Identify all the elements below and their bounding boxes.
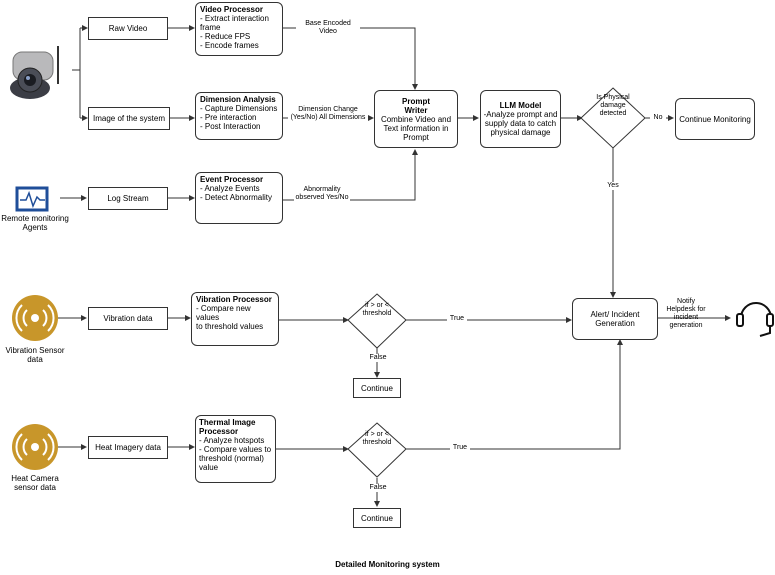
log-stream-box: Log Stream: [88, 187, 168, 210]
vibration-processor-line: - Compare new values: [196, 304, 251, 322]
decision-damage-text: Is Physical damage detected: [596, 94, 630, 117]
vibration-source-label: Vibration Sensor data: [5, 346, 65, 364]
thermal-processor-line: - Analyze hotspots: [199, 436, 265, 445]
vibration-processor-line: to threshold values: [196, 322, 264, 331]
dimension-analysis-line: - Pre interaction: [200, 113, 257, 122]
dimension-analysis-title: Dimension Analysis: [200, 95, 276, 104]
dimension-analysis-line: - Capture Dimensions: [200, 104, 278, 113]
thermal-processor-line: - Compare values to: [199, 445, 272, 454]
thermal-processor-box: Thermal Image Processor - Analyze hotspo…: [195, 415, 276, 483]
thermal-processor-line: threshold (normal): [199, 454, 264, 463]
alert-generation-box: Alert/ Incident Generation: [572, 298, 658, 340]
edge-label-yes: Yes: [604, 182, 622, 190]
decision-threshold1-shape: [347, 293, 407, 349]
edge-label-true-1: True: [447, 315, 467, 323]
decision-threshold2-shape: [347, 422, 407, 478]
prompt-writer-title: Prompt Writer: [402, 96, 430, 115]
event-processor-title: Event Processor: [200, 175, 264, 184]
continue-box-1: Continue: [353, 378, 401, 398]
dimension-analysis-box: Dimension Analysis - Capture Dimensions …: [195, 92, 283, 140]
security-camera-icon: [10, 46, 59, 99]
agents-label: Remote monitoring Agents: [1, 214, 69, 232]
edge-label-dimension-change: Dimension Change (Yes/No) All Dimensions: [288, 106, 368, 122]
heat-sensor-icon: [12, 424, 58, 470]
raw-video-box: Raw Video: [88, 17, 168, 40]
edge-label-no: No: [650, 114, 666, 122]
edge-label-false-1: False: [367, 354, 389, 362]
edge-label-abnormality: Abnormality observed Yes/No: [294, 186, 350, 202]
heat-imagery-box: Heat Imagery data: [88, 436, 168, 459]
edge-dec2-alert: [406, 339, 623, 450]
video-processor-line: - Encode frames: [200, 41, 259, 50]
video-processor-title: Video Processor: [200, 5, 263, 14]
image-system-box: Image of the system: [88, 107, 170, 130]
prompt-writer-text: Combine Video and Text information in Pr…: [380, 114, 452, 142]
event-processor-line: - Analyze Events: [200, 184, 260, 193]
decision-threshold1-text: if > or < threshold: [362, 302, 392, 317]
continue-box-2: Continue: [353, 508, 401, 528]
video-processor-line: - Reduce FPS: [200, 32, 251, 41]
edge-video-prompt: [283, 27, 418, 90]
event-processor-box: Event Processor - Analyze Events - Detec…: [195, 172, 283, 224]
event-processor-line: - Detect Abnormality: [200, 193, 273, 202]
llm-model-box: LLM Model -Analyze prompt and supply dat…: [480, 90, 561, 148]
decision-damage-shape: [580, 87, 646, 149]
heat-source-label: Heat Camera sensor data: [11, 474, 59, 492]
thermal-processor-line: value: [199, 463, 219, 472]
dimension-analysis-line: - Post Interaction: [200, 122, 261, 131]
diagram-caption: Detailed Monitoring system: [335, 560, 440, 569]
vibration-processor-title: Vibration Processor: [196, 295, 272, 304]
decision-threshold2-text: if > or < threshold: [362, 431, 392, 446]
thermal-processor-title: Thermal Image Processor: [199, 418, 256, 436]
edge-label-base-encoded: Base Encoded Video: [296, 20, 360, 36]
edge-label-true-2: True: [450, 444, 470, 452]
vibration-data-box: Vibration data: [88, 307, 168, 330]
llm-model-text: -Analyze prompt and supply data to catch…: [483, 110, 558, 137]
headset-icon: [736, 302, 774, 337]
edge-label-notify: Notify Helpdesk for incident generation: [666, 298, 706, 329]
monitor-pulse-icon: [15, 186, 49, 212]
video-processor-line: - Extract interaction frame: [200, 14, 269, 32]
continue-monitoring-box: Continue Monitoring: [675, 98, 755, 140]
video-processor-box: Video Processor - Extract interaction fr…: [195, 2, 283, 56]
vibration-processor-box: Vibration Processor - Compare new values…: [191, 292, 279, 346]
llm-model-title: LLM Model: [499, 101, 542, 110]
vibration-sensor-icon: [12, 295, 58, 341]
prompt-writer-box: Prompt Writer Combine Video and Text inf…: [374, 90, 458, 148]
edge-label-false-2: False: [367, 484, 389, 492]
